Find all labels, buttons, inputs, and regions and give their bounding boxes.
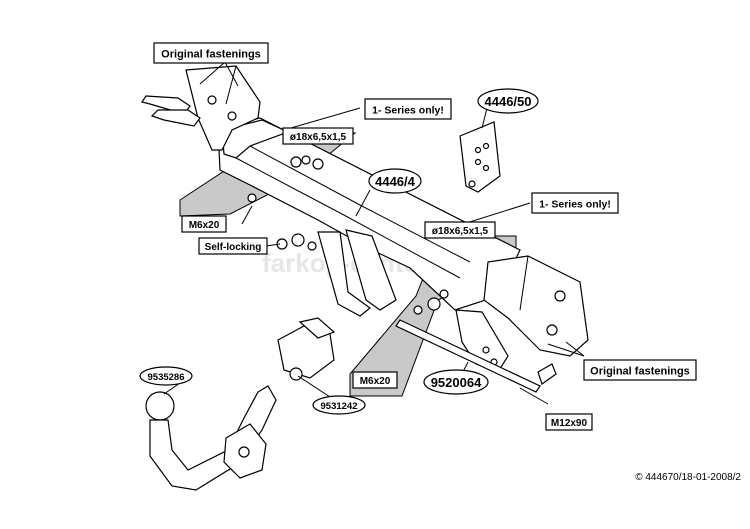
label-text-series-only-top: 1- Series only!: [372, 105, 444, 117]
fasteners: [247, 155, 449, 315]
label-self-locking: Self-locking: [198, 237, 268, 255]
label-text-original-fastenings-top: Original fastenings: [161, 49, 261, 61]
label-m12x90: M12x90: [545, 413, 593, 431]
leader-lines: [163, 61, 585, 405]
label-text-4446-50: 4446/50: [485, 94, 532, 109]
label-text-series-only-right: 1- Series only!: [539, 199, 611, 211]
label-text-4446-4: 4446/4: [375, 174, 416, 189]
part-plate-4446-50: [459, 121, 501, 193]
label-m6x20-left: M6x20: [181, 215, 227, 233]
towball-9535286: [145, 385, 277, 491]
label-text-original-fastenings-right: Original fastenings: [590, 366, 690, 378]
socket-housing-9531242: [277, 317, 336, 381]
label-text-m6x20-bottom: M6x20: [360, 376, 391, 387]
label-9520064: 9520064: [423, 369, 489, 395]
label-text-washer-right: ø18x6,5x1,5: [432, 226, 489, 237]
label-4446-50: 4446/50: [477, 88, 539, 114]
label-original-fastenings-right: Original fastenings: [583, 359, 697, 381]
label-washer-right: ø18x6,5x1,5: [424, 221, 496, 239]
bolt-m12x90: [395, 319, 557, 393]
label-9535286: 9535286: [139, 366, 193, 386]
label-text-9520064: 9520064: [431, 375, 482, 390]
label-text-9531242: 9531242: [321, 401, 358, 412]
label-text-washer-top: ø18x6,5x1,5: [290, 132, 347, 143]
label-text-self-locking: Self-locking: [205, 242, 262, 253]
label-washer-top: ø18x6,5x1,5: [282, 127, 354, 145]
copyright-note: © 444670/18-01-2008/2: [635, 472, 741, 483]
label-m6x20-bottom: M6x20: [352, 371, 398, 389]
label-text-m12x90: M12x90: [551, 418, 588, 429]
label-series-only-right: 1- Series only!: [531, 192, 619, 214]
right-bracket: [483, 255, 589, 357]
left-bracket: [141, 65, 261, 151]
label-series-only-top: 1- Series only!: [364, 98, 452, 120]
label-original-fastenings-top: Original fastenings: [153, 42, 269, 64]
label-9531242: 9531242: [312, 395, 366, 415]
label-text-m6x20-left: M6x20: [189, 220, 220, 231]
label-4446-4: 4446/4: [368, 168, 422, 194]
label-text-9535286: 9535286: [148, 372, 185, 383]
